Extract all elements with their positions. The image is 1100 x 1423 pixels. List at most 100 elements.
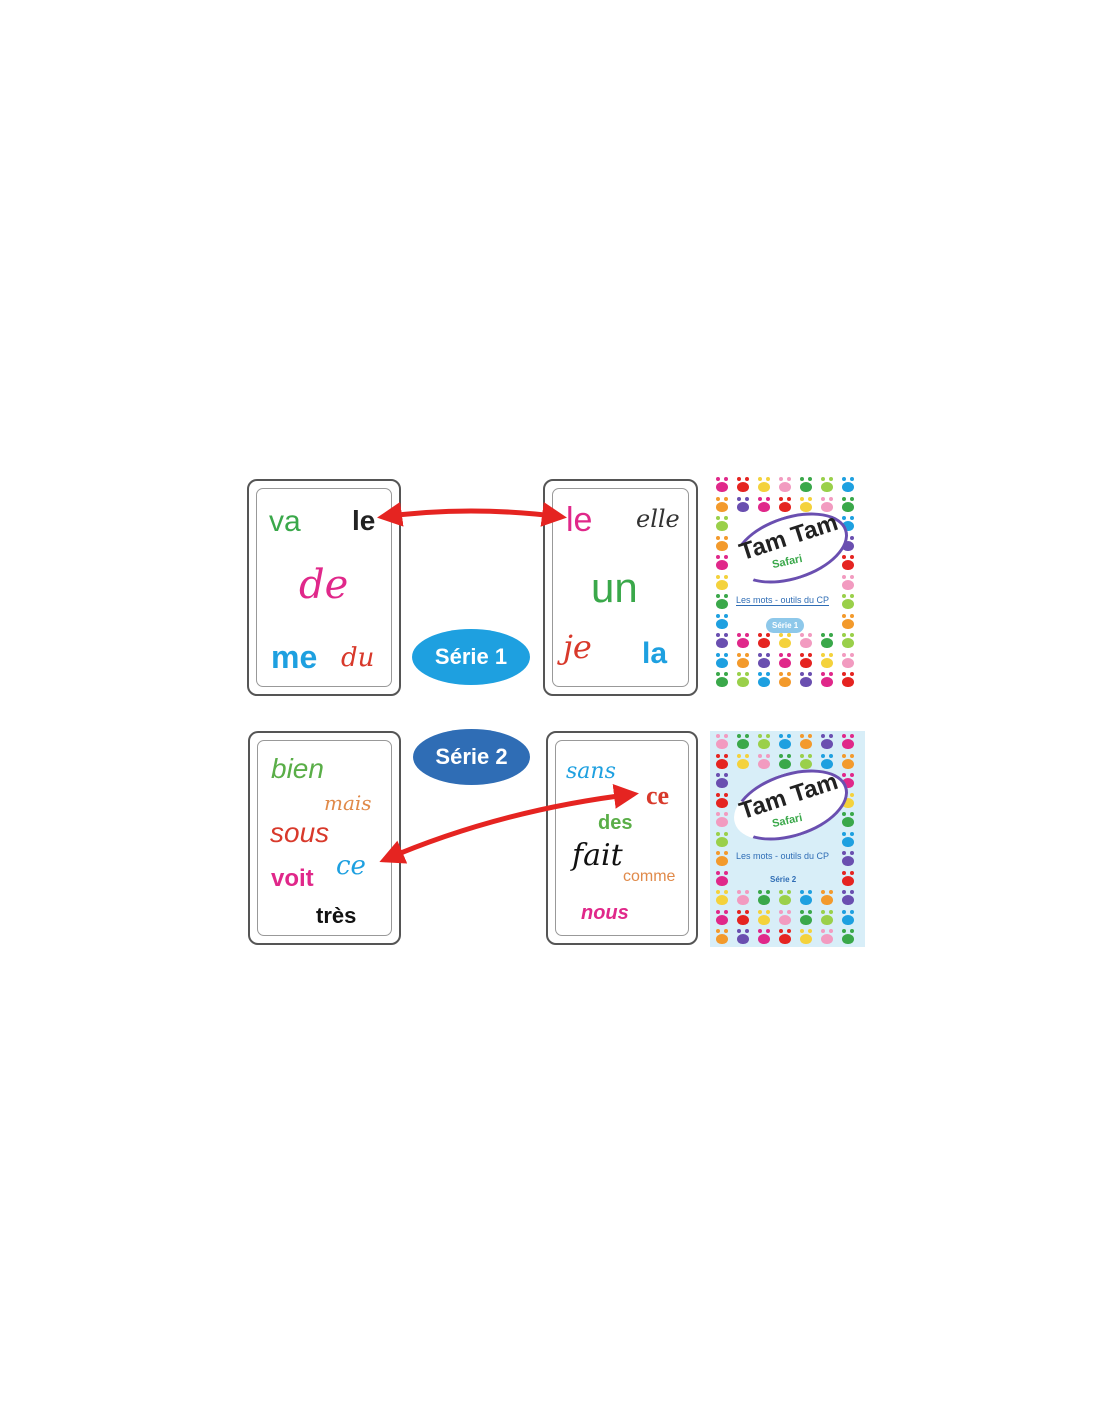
paw-print-icon bbox=[779, 496, 791, 512]
word-de: de bbox=[299, 562, 349, 608]
word-la: la bbox=[642, 637, 668, 670]
word-le: le bbox=[566, 501, 593, 539]
paw-print-icon bbox=[800, 753, 812, 769]
paw-print-icon bbox=[716, 477, 728, 492]
paw-print-icon bbox=[800, 477, 812, 492]
paw-print-icon bbox=[716, 734, 728, 749]
paw-print-icon bbox=[779, 734, 791, 749]
paw-print-icon bbox=[716, 929, 728, 944]
paw-print-icon bbox=[800, 909, 812, 925]
paw-print-icon bbox=[737, 909, 749, 925]
word-tres: très bbox=[316, 903, 357, 928]
paw-print-icon bbox=[821, 477, 833, 492]
paw-print-icon bbox=[716, 594, 728, 609]
paw-print-icon bbox=[779, 672, 791, 687]
word-bien: bien bbox=[271, 753, 324, 784]
paw-print-icon bbox=[737, 496, 749, 512]
paw-print-icon bbox=[821, 672, 833, 687]
paw-print-icon bbox=[821, 734, 833, 749]
paw-print-icon bbox=[737, 672, 749, 687]
paw-print-icon bbox=[737, 734, 749, 749]
paw-print-icon bbox=[842, 594, 854, 609]
word-du: du bbox=[341, 643, 375, 673]
paw-print-icon bbox=[737, 477, 749, 492]
paw-print-icon bbox=[716, 812, 728, 827]
cover-caption: Les mots - outils du CP bbox=[736, 595, 830, 606]
word-ce: ce bbox=[336, 851, 366, 881]
paw-print-icon bbox=[821, 929, 833, 944]
paw-print-icon bbox=[842, 734, 854, 749]
paw-print-icon bbox=[842, 496, 854, 512]
paw-print-icon bbox=[842, 516, 854, 531]
paw-print-icon bbox=[737, 929, 749, 944]
paw-print-icon bbox=[716, 870, 728, 886]
paw-print-icon bbox=[821, 890, 833, 905]
cover-series: Série 2 bbox=[770, 875, 797, 884]
paw-print-icon bbox=[716, 613, 728, 629]
arrow-serie1 bbox=[377, 501, 567, 527]
word-nous: nous bbox=[581, 902, 629, 924]
word-un: un bbox=[591, 564, 638, 611]
word-card-serie1-right: le elle un je la bbox=[543, 479, 698, 696]
paw-print-icon bbox=[800, 734, 812, 749]
word-me: me bbox=[271, 639, 318, 675]
book-cover-serie2: Tam Tam Safari Les mots - outils du CP S… bbox=[710, 731, 865, 947]
paw-print-icon bbox=[842, 909, 854, 925]
paw-print-icon bbox=[716, 496, 728, 512]
paw-print-icon bbox=[737, 633, 749, 648]
paw-print-icon bbox=[716, 851, 728, 866]
paw-print-icon bbox=[716, 574, 728, 590]
card-border bbox=[256, 488, 392, 687]
paw-print-icon bbox=[716, 672, 728, 687]
paw-print-icon bbox=[779, 753, 791, 769]
serie1-badge: Série 1 bbox=[412, 629, 530, 685]
paw-print-icon bbox=[737, 652, 749, 668]
paw-print-icon bbox=[716, 555, 728, 570]
paw-print-icon bbox=[821, 633, 833, 648]
paw-print-icon bbox=[758, 652, 770, 668]
word-sous: sous bbox=[270, 817, 330, 848]
paw-print-icon bbox=[842, 870, 854, 886]
word-le: le bbox=[352, 505, 376, 536]
paw-print-icon bbox=[716, 890, 728, 905]
word-card-serie2-left: bien mais sous ce voit très bbox=[248, 731, 401, 945]
paw-print-icon bbox=[800, 652, 812, 668]
paw-print-icon bbox=[800, 929, 812, 944]
paw-print-icon bbox=[842, 890, 854, 905]
paw-print-icon bbox=[758, 929, 770, 944]
paw-print-icon bbox=[842, 633, 854, 648]
paw-print-icon bbox=[842, 851, 854, 866]
paw-print-icon bbox=[716, 535, 728, 551]
paw-print-icon bbox=[842, 574, 854, 590]
paw-print-icon bbox=[716, 516, 728, 531]
paw-print-icon bbox=[842, 672, 854, 687]
paw-print-icon bbox=[842, 753, 854, 769]
paw-print-icon bbox=[821, 652, 833, 668]
paw-print-icon bbox=[821, 496, 833, 512]
paw-print-icon bbox=[842, 652, 854, 668]
paw-print-icon bbox=[716, 753, 728, 769]
paw-print-icon bbox=[800, 633, 812, 648]
paw-print-icon bbox=[842, 831, 854, 847]
book-cover-serie1: Tam Tam Safari Les mots - outils du CP S… bbox=[710, 474, 865, 693]
paw-print-icon bbox=[758, 477, 770, 492]
paw-print-icon bbox=[758, 496, 770, 512]
paw-print-icon bbox=[779, 909, 791, 925]
paw-print-icon bbox=[842, 812, 854, 827]
paw-print-icon bbox=[716, 773, 728, 788]
paw-print-icon bbox=[758, 672, 770, 687]
paw-print-icon bbox=[716, 652, 728, 668]
paw-print-icon bbox=[800, 672, 812, 687]
paw-print-icon bbox=[779, 929, 791, 944]
paw-print-icon bbox=[842, 929, 854, 944]
word-elle: elle bbox=[636, 505, 680, 533]
paw-print-icon bbox=[842, 773, 854, 788]
paw-print-icon bbox=[737, 890, 749, 905]
paw-print-icon bbox=[758, 734, 770, 749]
word-comme: comme bbox=[623, 868, 676, 885]
paw-print-icon bbox=[779, 652, 791, 668]
paw-print-icon bbox=[842, 555, 854, 570]
word-voit: voit bbox=[271, 865, 314, 892]
paw-print-icon bbox=[779, 633, 791, 648]
